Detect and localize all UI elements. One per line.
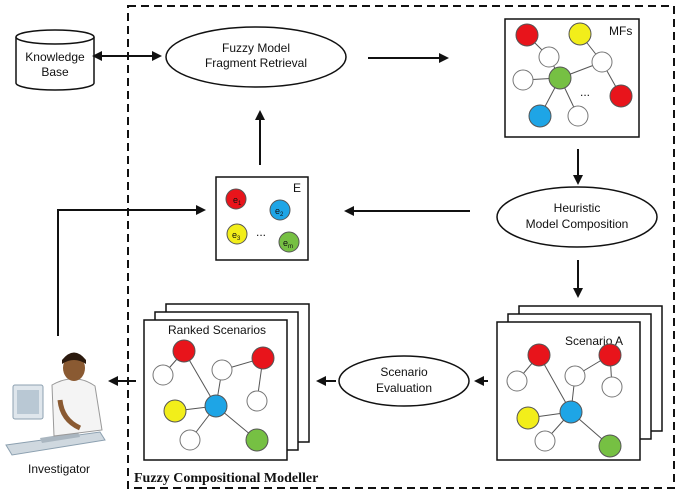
evidence-e2-label: e2 (275, 206, 284, 218)
knowledge-base-line2: Base (41, 65, 69, 79)
mfs-node-red-2 (609, 84, 633, 108)
mfs-label: MFs (609, 24, 632, 38)
investigator-at-computer-icon (5, 352, 106, 456)
evaluation-line1: Scenario (380, 365, 428, 379)
mfs-node-white-4 (567, 105, 589, 127)
fragment-retrieval-line1: Fuzzy Model (222, 41, 290, 55)
ranked-node-blue (204, 394, 228, 418)
mfs-node-white-3 (512, 69, 534, 91)
evidence-e3-label: e3 (232, 230, 241, 242)
mfs-node-white-1 (538, 46, 560, 68)
evidence-node-e2 (269, 199, 291, 221)
scenario-a-node-white-1 (564, 365, 586, 387)
ranked-scenarios-stack: Ranked Scenarios (143, 303, 310, 461)
scenario-a-node-green (598, 434, 622, 458)
mfs-node-white-2 (591, 51, 613, 73)
ranked-node-red-2 (251, 346, 275, 370)
heuristic-composition-node (496, 186, 658, 248)
modeller-frame-label: Fuzzy Compositional Modeller (134, 471, 318, 486)
evidence-node-e1 (225, 188, 247, 210)
heuristic-line2: Model Composition (526, 217, 629, 231)
evidence-node-em (278, 231, 300, 253)
evidence-label: E (293, 181, 301, 195)
ranked-scenarios-label: Ranked Scenarios (168, 323, 266, 337)
evaluation-line2: Evaluation (376, 381, 432, 395)
evidence-em-label: em (283, 238, 293, 250)
scenario-a-node-white-4 (534, 430, 556, 452)
scenario-a-node-yellow (516, 406, 540, 430)
mfs-ellipsis: ... (580, 85, 590, 99)
scenario-a-node-blue (559, 400, 583, 424)
mfs-node-green (548, 66, 572, 90)
ranked-node-green (245, 428, 269, 452)
fragment-retrieval-line2: Fragment Retrieval (205, 56, 307, 70)
scenario-a-node-white-2 (506, 370, 528, 392)
mfs-node-red-1 (515, 23, 539, 47)
scenario-a-node-white-3 (601, 376, 623, 398)
evidence-ellipsis: ... (256, 225, 266, 239)
evidence-node-e3 (226, 223, 248, 245)
ranked-node-white-3 (246, 390, 268, 412)
scenario-a-node-red-2 (598, 343, 622, 367)
evidence-box: E e1 e2 e3 em ... (215, 176, 309, 261)
fragment-retrieval-node (165, 26, 347, 88)
knowledge-base-line1: Knowledge (25, 50, 85, 64)
modeller-frame (127, 5, 675, 489)
ranked-node-red-1 (172, 339, 196, 363)
evidence-e1-label: e1 (233, 195, 242, 207)
scenario-a-stack: Scenario A (496, 305, 663, 461)
scenario-evaluation-node (338, 355, 470, 407)
mfs-node-yellow (568, 22, 592, 46)
heuristic-line1: Heuristic (554, 201, 601, 215)
mfs-box: MFs ... (504, 18, 640, 138)
mfs-node-blue (528, 104, 552, 128)
ranked-node-yellow (163, 399, 187, 423)
ranked-node-white-1 (211, 359, 233, 381)
ranked-node-white-2 (152, 364, 174, 386)
scenario-a-node-red-1 (527, 343, 551, 367)
investigator-evidence-arrow (57, 205, 206, 336)
ranked-node-white-4 (179, 429, 201, 451)
knowledge-base-icon: Knowledge Base (15, 29, 95, 91)
investigator-label: Investigator (28, 462, 90, 476)
